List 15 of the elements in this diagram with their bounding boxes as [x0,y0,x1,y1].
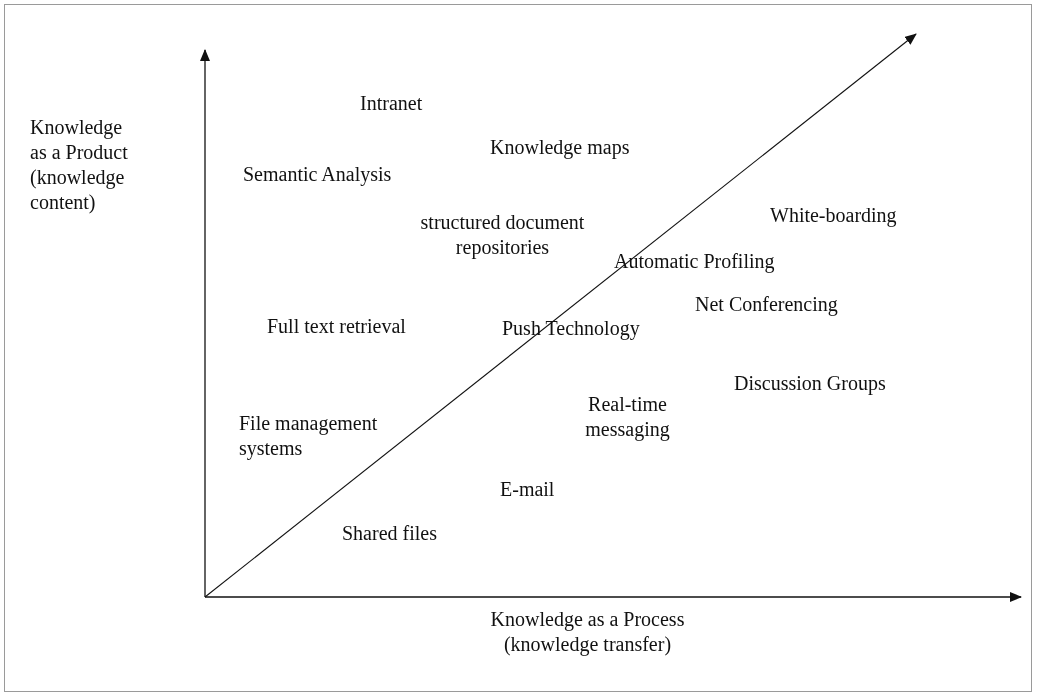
axis-label-text: Shared files [342,521,437,546]
axis-label-text: Knowledge as a Product (knowledge content) [30,115,129,215]
axis-label-text: Knowledge as a Process (knowledge transfer) [489,607,686,657]
axis-label-text: structured document repositories [419,210,586,260]
axis-label-text: E-mail [500,477,555,502]
axis-label-text: Semantic Analysis [243,162,392,187]
axis-label-text: Discussion Groups [734,371,886,396]
axis-label-text: Full text retrieval [267,314,406,339]
axis-label-text: Push Technology [502,316,640,341]
axis-label-text: Intranet [360,91,423,116]
axis-label-text: Knowledge maps [490,135,630,160]
axis-label-text: White-boarding [770,203,897,228]
axis-label-text: File management systems [239,411,379,461]
axis-label-text: Real-time messaging [584,392,671,442]
axis-label-text: Net Conferencing [695,292,838,317]
